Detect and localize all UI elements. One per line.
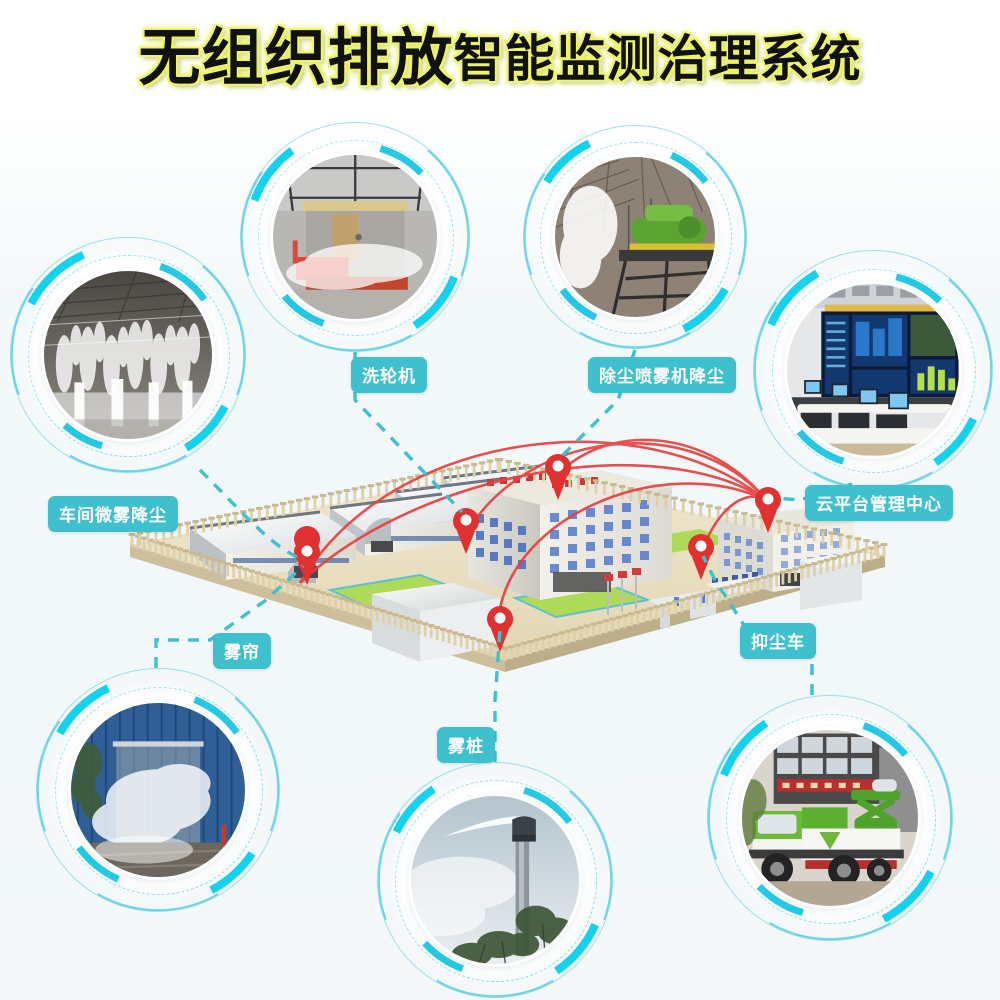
title-primary: 无组织排放 bbox=[138, 24, 454, 93]
label-fog-curtain[interactable]: 雾帘 bbox=[213, 633, 271, 669]
label-fog-pole[interactable]: 雾桩 bbox=[437, 727, 495, 763]
ring-dashed bbox=[540, 142, 732, 334]
ring-dashed bbox=[395, 780, 597, 982]
photo-thumbnail[interactable] bbox=[43, 270, 213, 440]
ring-dashed bbox=[257, 139, 455, 337]
map-pin[interactable] bbox=[688, 534, 714, 580]
ring-dashed bbox=[726, 714, 936, 924]
label-wheel-washer[interactable]: 洗轮机 bbox=[351, 357, 427, 393]
photo-card-dust-truck[interactable] bbox=[707, 695, 953, 941]
ring-outline bbox=[523, 125, 747, 349]
page-title: 无组织排放智能监测治理系统 bbox=[0, 28, 1000, 90]
photo-thumbnail[interactable] bbox=[554, 156, 716, 318]
photo-card-spray-cannon[interactable] bbox=[523, 125, 747, 349]
ring-arc-segments bbox=[10, 251, 246, 473]
ring-dashed bbox=[54, 686, 264, 896]
photo-thumbnail[interactable] bbox=[742, 730, 918, 906]
photo-thumbnail[interactable] bbox=[272, 154, 438, 320]
label-workshop-mist[interactable]: 车间微雾降尘 bbox=[48, 496, 178, 532]
photo-card-workshop-mist[interactable] bbox=[10, 237, 246, 473]
ring-arc-segments bbox=[36, 684, 280, 912]
ring-outline bbox=[36, 668, 280, 912]
ring-dashed bbox=[28, 255, 230, 457]
ring-arc-segments bbox=[753, 269, 993, 490]
photo-card-cloud-platform[interactable] bbox=[753, 250, 993, 490]
ring-arc-segments bbox=[377, 785, 613, 998]
ring-dashed bbox=[771, 268, 977, 474]
map-pin[interactable] bbox=[487, 606, 513, 652]
map-pin[interactable] bbox=[294, 526, 321, 585]
ring-arc-segments bbox=[523, 139, 747, 349]
map-pin[interactable] bbox=[453, 508, 479, 554]
photo-card-wheel-washer[interactable] bbox=[240, 122, 470, 352]
photo-card-fog-curtain[interactable] bbox=[36, 668, 280, 912]
map-pin[interactable] bbox=[545, 454, 571, 500]
photo-card-fog-pole[interactable] bbox=[377, 762, 613, 998]
ring-outline bbox=[377, 762, 613, 998]
map-pin[interactable] bbox=[755, 487, 781, 533]
ring-outline bbox=[10, 237, 246, 473]
ring-outline bbox=[707, 695, 953, 941]
label-spray-cannon[interactable]: 除尘喷雾机降尘 bbox=[588, 357, 736, 393]
photo-thumbnail[interactable] bbox=[410, 795, 580, 965]
title-secondary: 智能监测治理系统 bbox=[453, 31, 862, 87]
ring-outline bbox=[240, 122, 470, 352]
label-cloud-platform[interactable]: 云平台管理中心 bbox=[805, 485, 953, 521]
ring-arc-segments bbox=[707, 719, 953, 941]
photo-thumbnail[interactable] bbox=[787, 284, 959, 456]
photo-thumbnail[interactable] bbox=[70, 702, 246, 878]
ring-arc-segments bbox=[240, 145, 470, 352]
label-dust-truck[interactable]: 抑尘车 bbox=[740, 623, 816, 659]
